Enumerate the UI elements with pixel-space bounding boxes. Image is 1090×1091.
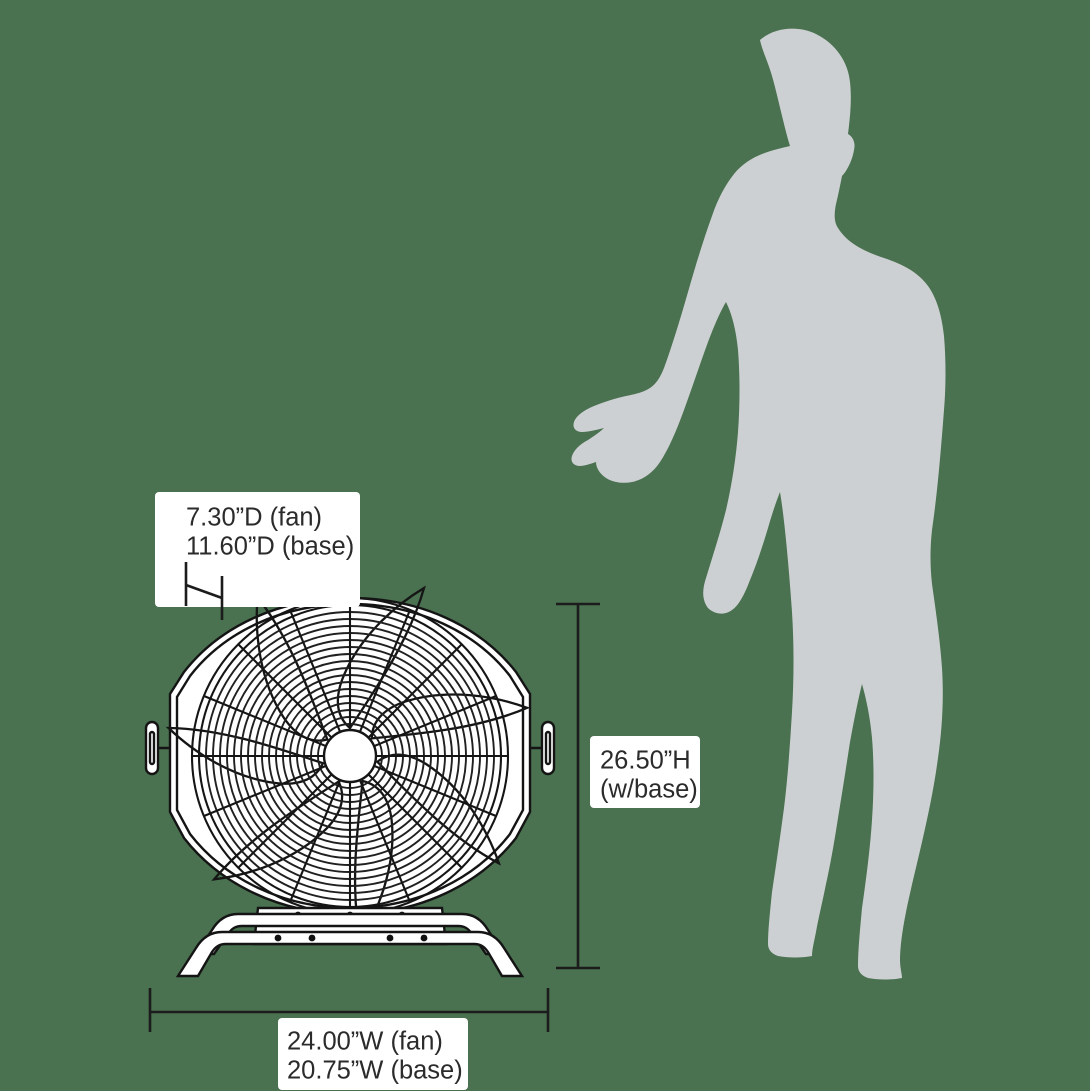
height-dimension-label-1: 26.50”H (600, 747, 691, 775)
width-dimension-label-2: 20.75”W (base) (287, 1057, 463, 1085)
pivot-knob-right (530, 720, 556, 776)
center-hub (322, 728, 378, 784)
depth-dimension-label-2: 11.60”D (base) (186, 533, 354, 561)
depth-dimension: 7.30”D (fan) 11.60”D (base) (155, 492, 360, 620)
depth-dimension-marker (184, 562, 224, 620)
human-scale-silhouette (571, 28, 946, 980)
width-dimension-label-1: 24.00”W (fan) (287, 1028, 443, 1056)
width-dimension: 24.00”W (fan) 20.75”W (base) (148, 988, 550, 1090)
depth-dimension-label-1: 7.30”D (fan) (186, 504, 322, 532)
height-dimension-label-2: (w/base) (600, 776, 698, 804)
base-legs (175, 912, 525, 978)
height-dimension-marker (556, 602, 600, 970)
floor-fan-illustration (144, 586, 556, 978)
height-dimension: 26.50”H (w/base) (556, 602, 700, 970)
pivot-knob-left (144, 720, 170, 776)
width-dimension-marker (148, 988, 550, 1032)
